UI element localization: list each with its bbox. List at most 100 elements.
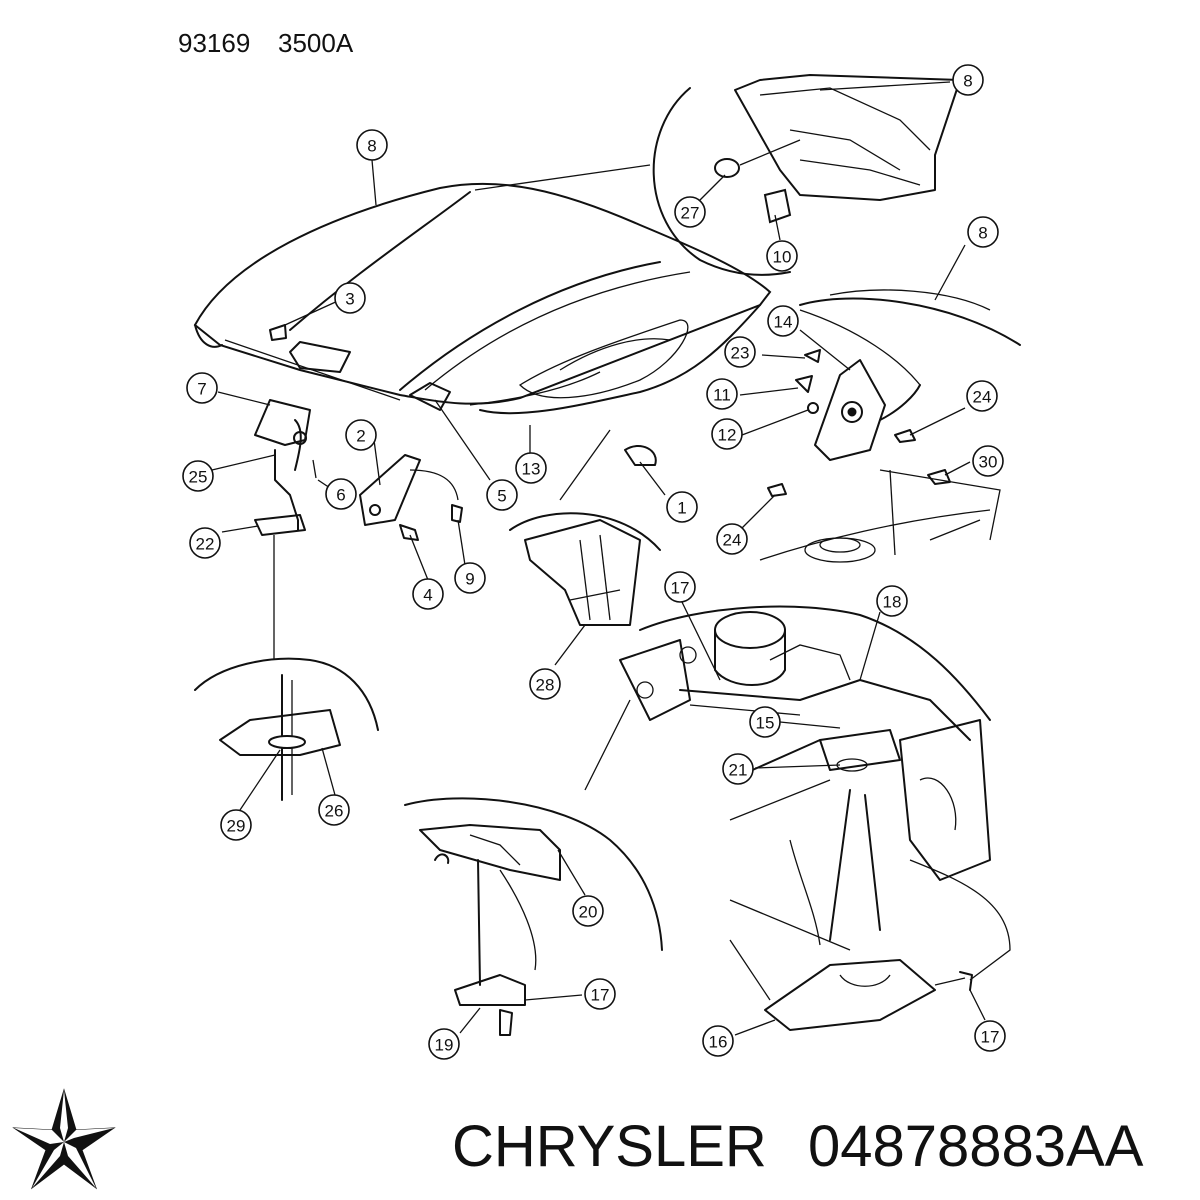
callout-label: 15 (756, 714, 775, 733)
detail-release-handle (404, 797, 663, 1036)
callout-10: 10 (766, 240, 798, 272)
callout-3: 3 (334, 282, 366, 314)
callout-label: 3 (345, 290, 354, 309)
callout-label: 11 (713, 386, 731, 405)
callout-label: 17 (591, 986, 610, 1005)
leader-lines (273, 164, 651, 791)
callout-18: 18 (876, 585, 908, 617)
callout-6: 6 (325, 478, 357, 510)
callout-label: 12 (718, 426, 737, 445)
callout-circle (186, 372, 218, 404)
callout-circle (711, 418, 743, 450)
callout-20: 20 (572, 895, 604, 927)
callout-7: 7 (186, 372, 218, 404)
callout-label: 6 (336, 486, 345, 505)
callout-circle (674, 196, 706, 228)
callout-label: 17 (671, 579, 690, 598)
callout-24: 24 (966, 380, 998, 412)
callout-24: 24 (716, 523, 748, 555)
callout-9: 9 (454, 562, 486, 594)
callout-16: 16 (702, 1025, 734, 1057)
callout-15: 15 (749, 706, 781, 738)
callout-label: 25 (189, 468, 208, 487)
callout-label: 5 (497, 487, 506, 506)
detail-striker (194, 657, 379, 801)
callout-label: 8 (367, 137, 376, 156)
callout-circle (974, 1020, 1006, 1052)
callout-label: 21 (729, 761, 748, 780)
callout-label: 29 (227, 817, 246, 836)
callout-label: 19 (435, 1036, 454, 1055)
callout-circle (966, 380, 998, 412)
callout-label: 17 (981, 1028, 1000, 1047)
detail-insulation (652, 74, 961, 276)
callout-25: 25 (182, 460, 214, 492)
callout-circle (356, 129, 388, 161)
callout-label: 7 (197, 380, 206, 399)
callout-circle (766, 240, 798, 272)
callout-30: 30 (972, 445, 1004, 477)
callout-label: 22 (196, 535, 215, 554)
cowl-hinge-assembly (759, 289, 1021, 563)
callout-label: 27 (681, 204, 700, 223)
callout-label: 10 (773, 248, 792, 267)
hood-hinge-left (254, 324, 657, 541)
callout-label: 4 (423, 586, 432, 605)
callout-label: 24 (723, 531, 742, 550)
callout-5: 5 (486, 479, 518, 511)
callout-28: 28 (529, 668, 561, 700)
callout-label: 9 (465, 570, 474, 589)
chrysler-pentastar-icon (12, 1088, 116, 1190)
callout-circle (664, 571, 696, 603)
callout-29: 29 (220, 809, 252, 841)
callout-circle (876, 585, 908, 617)
callout-19: 19 (428, 1028, 460, 1060)
callout-label: 30 (979, 453, 998, 472)
callout-circle (529, 668, 561, 700)
callout-8: 8 (356, 129, 388, 161)
callout-circle (572, 895, 604, 927)
callout-leaders (211, 81, 986, 1036)
callout-14: 14 (767, 305, 799, 337)
callout-8: 8 (952, 64, 984, 96)
callout-17: 17 (584, 978, 616, 1010)
callout-label: 18 (883, 593, 902, 612)
callout-circle (967, 216, 999, 248)
callout-circle (716, 523, 748, 555)
callout-17: 17 (664, 571, 696, 603)
callout-27: 27 (674, 196, 706, 228)
callout-12: 12 (711, 418, 743, 450)
callout-26: 26 (318, 794, 350, 826)
radiator-support (619, 605, 1011, 1031)
callout-17: 17 (974, 1020, 1006, 1052)
callout-21: 21 (722, 753, 754, 785)
callout-label: 16 (709, 1033, 728, 1052)
callout-label: 2 (356, 427, 365, 446)
diagram-code-left: 93169 (178, 28, 250, 58)
callout-circle (515, 452, 547, 484)
callout-circle (220, 809, 252, 841)
callout-circle (189, 527, 221, 559)
callout-label: 8 (963, 72, 972, 91)
callout-23: 23 (724, 336, 756, 368)
part-number: 04878883AA (808, 1114, 1144, 1179)
callout-circle (325, 478, 357, 510)
callout-label: 23 (731, 344, 750, 363)
callout-circle (412, 578, 444, 610)
callout-8: 8 (967, 216, 999, 248)
callout-label: 8 (978, 224, 987, 243)
callout-circle (767, 305, 799, 337)
callout-circle (952, 64, 984, 96)
callout-22: 22 (189, 527, 221, 559)
callout-4: 4 (412, 578, 444, 610)
callout-circle (702, 1025, 734, 1057)
callout-circle (486, 479, 518, 511)
callout-13: 13 (515, 452, 547, 484)
callout-circle (722, 753, 754, 785)
callout-11: 11 (706, 378, 738, 410)
callout-circle (334, 282, 366, 314)
callout-label: 20 (579, 903, 598, 922)
callout-circle (666, 491, 698, 523)
